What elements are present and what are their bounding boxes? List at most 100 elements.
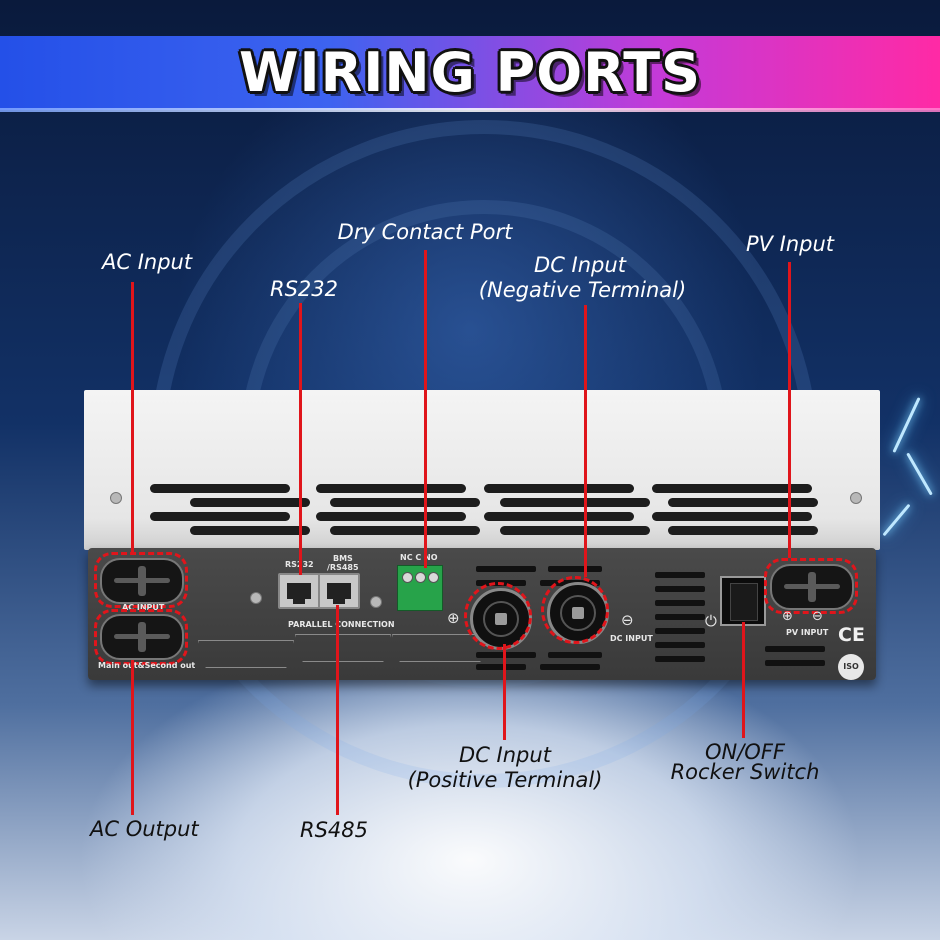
lightning-spark: [892, 397, 921, 453]
ce-mark: CE: [838, 624, 865, 646]
grill-slot: [655, 614, 705, 620]
ac-output-label: AC Output: [90, 817, 199, 841]
screw: [850, 492, 862, 504]
dc-positive-highlight: [464, 582, 532, 650]
page-title: WIRING PORTS: [238, 41, 701, 104]
socket-bar: [808, 572, 816, 602]
dc-negative-highlight: [541, 576, 609, 644]
ac-input-highlight: [94, 552, 188, 608]
port-opening: [327, 583, 351, 599]
dc-input-marking: DC INPUT: [610, 634, 653, 643]
vent-slot: [500, 526, 650, 535]
ac-input-marking: AC INPUT: [122, 603, 165, 612]
grill-slot: [655, 642, 705, 648]
rocker-paddle: [730, 583, 758, 621]
vent-slot: [652, 484, 812, 493]
iso-mark: ISO: [838, 654, 864, 680]
vent-slot: [484, 512, 634, 521]
vent-slot: [668, 498, 818, 507]
inverter-top-cover: [84, 390, 880, 550]
grill-slot: [765, 660, 825, 666]
vent-slot: [668, 526, 818, 535]
terminal-screw: [415, 572, 426, 583]
vent-slot: [500, 498, 650, 507]
rs232-port[interactable]: [278, 573, 320, 609]
pv-input-leader: [788, 262, 791, 558]
vent-slot: [150, 512, 290, 521]
rs232-leader: [299, 303, 302, 575]
power-symbol: ⏻: [705, 612, 717, 630]
grill-slot: [655, 586, 705, 592]
switch-label-1: ON/OFF: [704, 740, 785, 764]
pv-input-marking: PV INPUT: [786, 628, 829, 637]
grill-slot: [540, 664, 600, 670]
main-out-marking: Main out&Second out: [98, 661, 196, 670]
grill-slot: [476, 664, 526, 670]
lightning-spark: [906, 452, 933, 496]
port-latch: [333, 597, 345, 604]
grill-slot: [655, 628, 705, 634]
terminal-screw: [402, 572, 413, 583]
grill-slot: [655, 600, 705, 606]
socket-bar: [138, 566, 146, 596]
vent-slot: [190, 498, 310, 507]
vent-slot: [150, 484, 290, 493]
ac-input-label: AC Input: [102, 250, 193, 274]
dc-positive-label-2: (Positive Terminal): [407, 768, 603, 792]
rs485-label: RS485: [300, 818, 369, 842]
ac-input-leader: [131, 282, 134, 554]
screw: [370, 596, 382, 608]
dry-contact-leader: [424, 250, 427, 568]
vent-slot: [316, 512, 466, 521]
title-banner: [0, 36, 940, 110]
dry-contact-marking: NC C NO: [400, 553, 438, 562]
pv-minus-symbol: ⊖: [812, 609, 823, 624]
switch-label-2: Rocker Switch: [670, 760, 820, 784]
dc-negative-label-2: (Negative Terminal): [478, 278, 687, 302]
bms-rs485-marking: /RS485: [327, 563, 359, 572]
pv-plus-symbol: ⊕: [782, 609, 793, 624]
vent-slot: [652, 512, 812, 521]
banner-edge: [0, 108, 940, 112]
dry-contact-terminal[interactable]: [397, 565, 443, 611]
dc-negative-leader: [584, 305, 587, 577]
plus-symbol: ⊕: [447, 609, 460, 627]
pv-input-highlight: [764, 558, 858, 614]
dry-contact-label: Dry Contact Port: [337, 220, 513, 244]
port-latch: [293, 597, 305, 604]
rs485-port[interactable]: [318, 573, 360, 609]
vent-slot: [190, 526, 310, 535]
vent-slot: [330, 498, 480, 507]
on-off-rocker-switch[interactable]: [720, 576, 766, 626]
grill-slot: [476, 566, 536, 572]
vent-slot: [330, 526, 480, 535]
bms-marking: BMS: [333, 554, 353, 563]
grill-slot: [655, 572, 705, 578]
port-opening: [287, 583, 311, 599]
ac-output-leader: [131, 660, 134, 815]
vent-slot: [484, 484, 634, 493]
parallel-port[interactable]: [198, 640, 294, 668]
parallel-port[interactable]: [295, 634, 391, 662]
rs485-leader: [336, 605, 339, 815]
lightning-spark: [882, 503, 911, 537]
dc-positive-leader: [503, 644, 506, 740]
grill-slot: [548, 652, 602, 658]
parallel-connection-marking: PARALLEL CONNECTION: [288, 620, 395, 629]
rs232-label: RS232: [270, 277, 339, 301]
pv-input-label: PV Input: [745, 232, 835, 256]
screw: [110, 492, 122, 504]
screw: [250, 592, 262, 604]
ac-output-highlight: [94, 609, 188, 665]
grill-slot: [548, 566, 602, 572]
grill-slot: [476, 652, 536, 658]
grill-slot: [655, 656, 705, 662]
grill-slot: [765, 646, 825, 652]
dc-positive-label-1: DC Input: [459, 743, 551, 767]
vent-slot: [316, 484, 466, 493]
dc-negative-label-1: DC Input: [534, 253, 626, 277]
minus-symbol: ⊖: [621, 611, 634, 629]
terminal-screw: [428, 572, 439, 583]
switch-leader: [742, 622, 745, 738]
